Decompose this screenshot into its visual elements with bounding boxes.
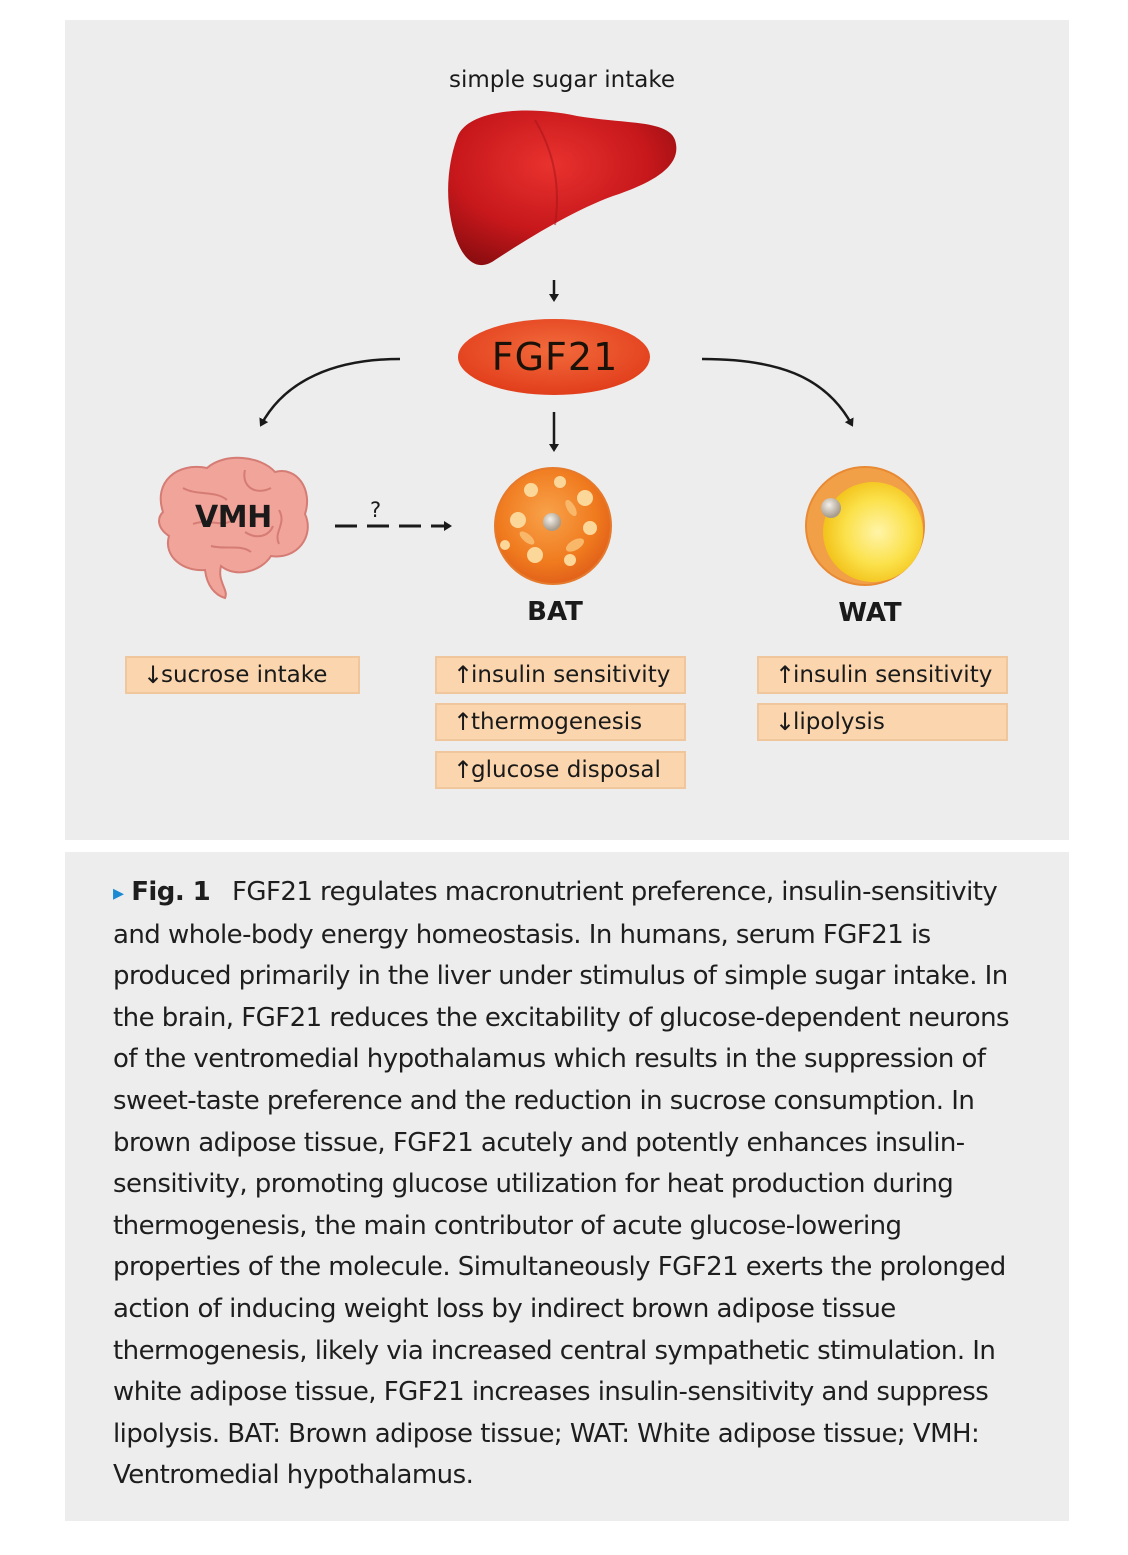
brown-fat-cell-icon <box>494 467 612 585</box>
effect-box-wat-lipolysis: ↓ lipolysis <box>757 703 1008 741</box>
bat-label: BAT <box>527 597 583 627</box>
figure-caption: ▸ Fig. 1 FGF21 regulates macronutrient p… <box>113 872 1033 1497</box>
effect-box-bat-glucose-disposal: ↑ glucose disposal <box>435 751 686 789</box>
effect-text: insulin sensitivity <box>471 662 671 688</box>
effect-text: sucrose intake <box>161 662 328 688</box>
fgf21-ellipse <box>458 319 650 395</box>
effect-text: lipolysis <box>793 709 885 735</box>
arrow-up-icon: ↑ <box>453 661 474 689</box>
effect-text: glucose disposal <box>471 757 661 783</box>
arrow-fgf21-to-vmh <box>259 357 401 427</box>
question-mark-label: ? <box>370 498 382 522</box>
white-fat-cell-icon <box>805 466 925 586</box>
effect-box-wat-insulin-sensitivity: ↑ insulin sensitivity <box>757 656 1008 694</box>
liver-icon <box>448 110 677 266</box>
caption-body: FGF21 regulates macronutrient preference… <box>113 877 1010 1491</box>
effect-text: insulin sensitivity <box>793 662 993 688</box>
wat-label: WAT <box>838 598 902 628</box>
arrow-up-icon: ↑ <box>775 661 796 689</box>
brain-icon <box>158 456 309 600</box>
effect-box-bat-insulin-sensitivity: ↑ insulin sensitivity <box>435 656 686 694</box>
caption-panel: ▸ Fig. 1 FGF21 regulates macronutrient p… <box>65 852 1069 1521</box>
arrow-up-icon: ↑ <box>453 756 474 784</box>
arrow-down-icon: ↓ <box>143 661 164 689</box>
vmh-label: VMH <box>195 500 272 535</box>
arrow-up-icon: ↑ <box>453 708 474 736</box>
diagram <box>158 110 925 600</box>
effect-box-bat-thermogenesis: ↑ thermogenesis <box>435 703 686 741</box>
arrow-down-icon: ↓ <box>775 708 796 736</box>
effect-text: thermogenesis <box>471 709 643 735</box>
effect-box-sucrose-intake: ↓ sucrose intake <box>125 656 360 694</box>
fgf21-label: FGF21 <box>491 335 619 379</box>
top-label-simple-sugar-intake: simple sugar intake <box>449 67 675 93</box>
arrow-fgf21-to-wat <box>701 357 854 427</box>
caption-marker-icon: ▸ <box>113 881 124 906</box>
figure-panel: simple sugar intake FGF21 VMH ? BAT WAT … <box>65 20 1069 840</box>
figure-label: Fig. 1 <box>131 877 211 907</box>
